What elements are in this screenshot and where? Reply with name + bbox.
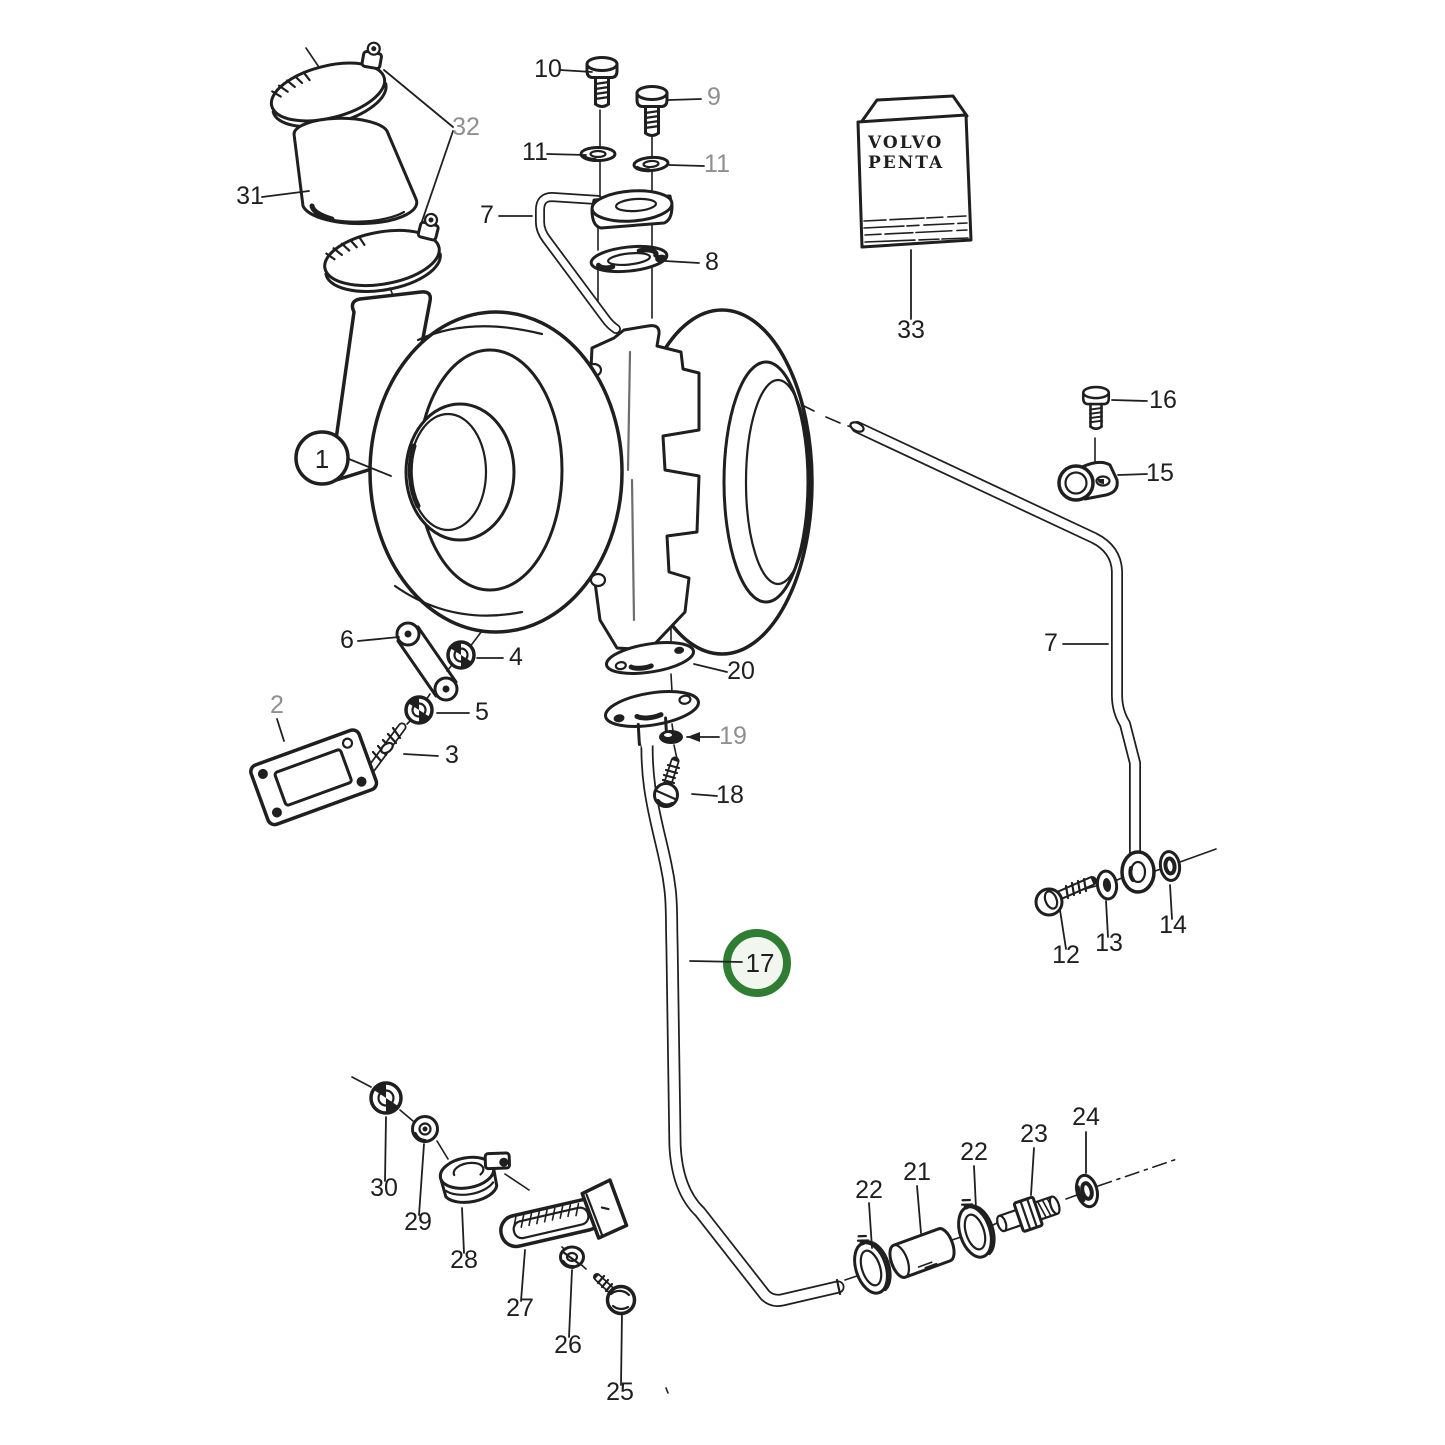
nut-4	[446, 640, 476, 670]
pipe-clamp-28	[438, 1151, 511, 1204]
part-label-28: 28	[450, 1246, 478, 1274]
gasket-8	[589, 244, 669, 274]
pipe-clip-15	[1057, 460, 1119, 502]
part-label-3: 3	[445, 741, 459, 769]
nut-30	[369, 1081, 403, 1115]
nipple-23	[996, 1195, 1061, 1233]
highlight-ring	[723, 929, 791, 997]
callout-17-number[interactable]: 17	[746, 948, 775, 978]
hose-21	[888, 1227, 956, 1279]
drain-flange	[604, 690, 700, 749]
part-label-26: 26	[554, 1331, 582, 1359]
part-label-2: 2	[270, 691, 284, 719]
parts-kit-box: VOLVO PENTA	[856, 94, 973, 249]
banjo-bolt-12	[1034, 876, 1097, 917]
callout-highlighted-part-17[interactable]: 17	[689, 929, 791, 997]
stud-3	[366, 722, 407, 774]
part-label-5: 5	[475, 698, 489, 726]
part-label-32: 32	[452, 113, 480, 141]
part-label-18: 18	[716, 781, 744, 809]
part-label-33: 33	[897, 316, 925, 344]
callout-1-number: 1	[315, 444, 329, 474]
washer-14	[1158, 850, 1182, 882]
washer-29	[411, 1115, 439, 1143]
part-label-30: 30	[370, 1174, 398, 1202]
turbocharger-assembly	[328, 290, 814, 656]
washer-11-left	[579, 145, 617, 163]
leader-lines	[261, 69, 1173, 1386]
screw-25	[593, 1273, 637, 1316]
part-label-16: 16	[1149, 386, 1177, 414]
bracket-27	[499, 1178, 629, 1249]
part-label-27: 27	[506, 1294, 534, 1322]
part-label-25: 25	[606, 1378, 634, 1406]
oil-return-pipe-right	[849, 421, 1141, 859]
part-label-14: 14	[1159, 911, 1187, 939]
gasket-2	[249, 728, 379, 827]
bolt-16	[1081, 385, 1111, 431]
part-label-6: 6	[340, 626, 354, 654]
part-label-21: 21	[903, 1158, 931, 1186]
bolt-9	[635, 85, 669, 137]
part-label-11: 11	[522, 138, 548, 166]
part-label-9: 9	[707, 83, 721, 111]
oil-feed-pipe-upper	[535, 192, 621, 334]
air-hose-sleeve	[292, 116, 419, 226]
part-label-7: 7	[1044, 629, 1058, 657]
washer-19	[659, 730, 683, 744]
part-label-24: 24	[1072, 1103, 1100, 1131]
arrowhead-19	[687, 732, 700, 742]
washer-11-right	[631, 154, 671, 174]
turbo-inlet-duct	[328, 290, 433, 484]
part-label-13: 13	[1095, 929, 1123, 957]
banjo-union	[590, 189, 674, 230]
part-label-23: 23	[1020, 1120, 1048, 1148]
turbo-compressor-housing	[368, 310, 624, 634]
washer-13	[1095, 869, 1119, 901]
part-label-22: 22	[855, 1176, 883, 1204]
pipe-banjo-eye	[1120, 850, 1156, 894]
part-label-19: 19	[719, 722, 747, 750]
part-label-29: 29	[404, 1208, 432, 1236]
oil-drain-pipe-17	[640, 717, 845, 1307]
bolt-10	[585, 56, 619, 108]
part-label-10: 10	[534, 55, 562, 83]
bolt-18	[653, 756, 681, 808]
part-label-12: 12	[1052, 941, 1080, 969]
nut-5	[404, 695, 434, 725]
hose-clamp-lower	[323, 212, 442, 293]
turbo-bearing-housing	[584, 324, 701, 652]
washer-26	[559, 1245, 585, 1269]
box-text-lines	[863, 215, 969, 243]
callout-turbocharger: 1	[294, 430, 392, 486]
brand-line-1: VOLVO	[867, 133, 943, 153]
part-label-8: 8	[705, 248, 719, 276]
gasket-20	[604, 641, 696, 675]
part-label-7: 7	[480, 201, 494, 229]
part-label-31: 31	[236, 182, 264, 210]
part-label-22: 22	[960, 1138, 988, 1166]
lock-strap-6	[395, 621, 459, 702]
brand-line-2: PENTA	[868, 153, 944, 173]
part-label-20: 20	[727, 657, 755, 685]
part-label-15: 15	[1146, 459, 1174, 487]
part-label-11: 11	[704, 150, 730, 178]
stray-mark	[665, 1387, 669, 1394]
part-label-4: 4	[509, 643, 523, 671]
washer-24	[1074, 1173, 1100, 1209]
